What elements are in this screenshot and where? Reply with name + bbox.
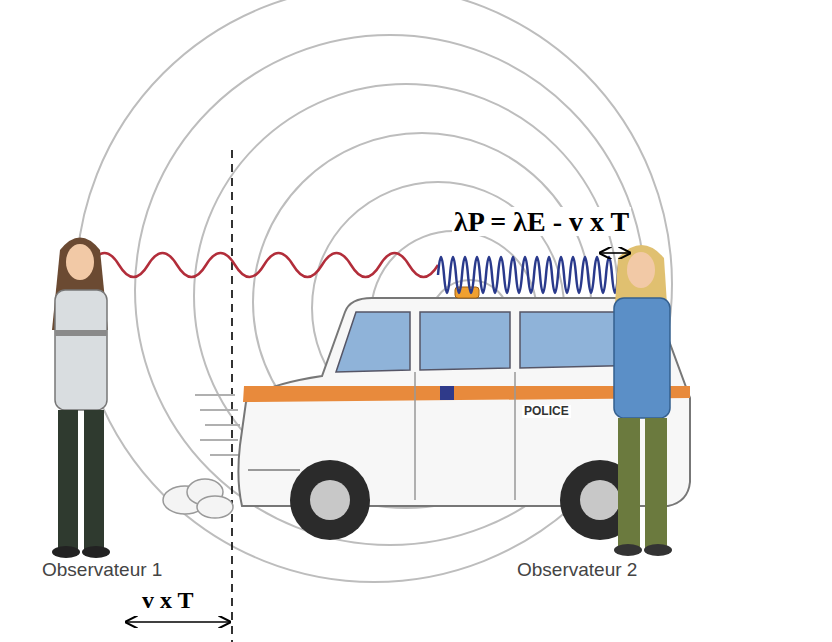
formula-label: λP = λE - v x T	[452, 207, 631, 236]
stretched-wave	[90, 253, 438, 277]
observer-label: Observateur 1	[40, 560, 164, 580]
distance-label: v x T	[140, 588, 196, 613]
exhaust-cloud	[163, 479, 233, 518]
observer-figure	[614, 245, 672, 556]
compressed-wave	[438, 257, 630, 293]
motion-lines	[195, 395, 240, 455]
observer-label: Observateur 2	[515, 560, 639, 580]
observer-figure	[52, 238, 110, 559]
car-marking: POLICE	[522, 405, 571, 418]
distance-arrow	[126, 621, 230, 623]
wavelength-arrow	[600, 252, 630, 254]
